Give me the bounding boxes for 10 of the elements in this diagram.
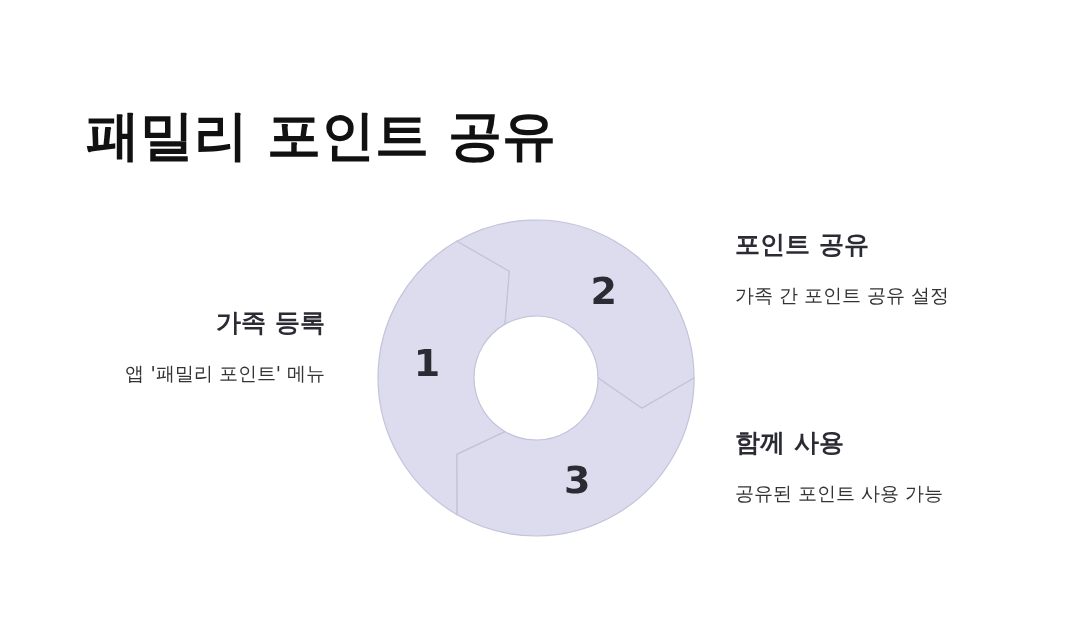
step-number: 3 — [563, 461, 591, 499]
step-number: 2 — [590, 272, 617, 311]
step-number: 1 — [413, 343, 441, 382]
step-heading: 함께 사용 — [735, 428, 845, 458]
step-description: 공유된 포인트 사용 가능 — [735, 481, 945, 506]
step-heading: 포인트 공유 — [735, 230, 870, 260]
title: 패밀리 포인트 공유 — [86, 103, 556, 169]
step-description: 앱 '패밀리 포인트' 메뉴 — [124, 361, 325, 386]
step-description: 가족 간 포인트 공유 설정 — [735, 283, 951, 308]
step-heading: 가족 등록 — [215, 308, 325, 338]
